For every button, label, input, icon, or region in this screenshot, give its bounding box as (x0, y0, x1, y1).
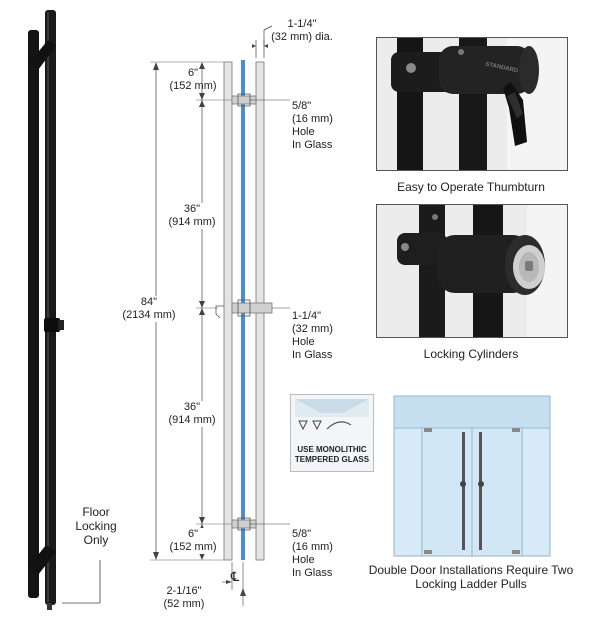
hole-top-imperial: 5/8" (292, 100, 312, 112)
ladder-pull-back-post (28, 30, 39, 598)
span-upper-metric: (914 mm) (168, 216, 216, 228)
door-pull-left (462, 432, 465, 550)
projection-imperial: 2-1/16" (166, 585, 202, 597)
door-pull-right (479, 432, 482, 550)
cylinder-photo-art (377, 205, 567, 337)
offset-bottom-label: 6" (152 mm) (164, 528, 222, 554)
offset-bottom-imperial: 6" (187, 528, 199, 540)
hole-mid-imperial: 1-1/4" (292, 310, 321, 322)
span-lower-label: 36" (914 mm) (162, 401, 222, 427)
offset-top-metric: (152 mm) (169, 80, 217, 92)
hole-bottom-metric: (16 mm) (292, 541, 333, 553)
badge-line-1: USE MONOLITHIC (297, 445, 367, 454)
offset-top-label: 6" (152 mm) (164, 67, 222, 93)
top-diameter-imperial: 1-1/4" (287, 18, 317, 30)
locking-collar (44, 318, 60, 332)
overall-length-label: 84" (2134 mm) (117, 296, 181, 322)
locking-mount (58, 320, 64, 330)
hole-mid-location: In Glass (292, 349, 333, 361)
floor-lock-label: Floor Locking Only (66, 505, 126, 547)
thumbturn-photo-art (377, 38, 567, 170)
glass-corner-icon (295, 399, 369, 431)
top-standoff (30, 40, 56, 70)
tempered-glass-badge: USE MONOLITHIC TEMPERED GLASS (290, 394, 374, 472)
hole-mid-label: 1-1/4" (32 mm) Hole In Glass (292, 310, 333, 362)
hole-bottom-word: Hole (292, 554, 315, 566)
top-diameter-metric: (32 mm) dia. (271, 31, 333, 43)
hole-bottom-label: 5/8" (16 mm) Hole In Glass (292, 528, 333, 580)
projection-label: 2-1/16" (52 mm) (152, 585, 216, 611)
thumbturn-photo: STANDARD (376, 37, 568, 171)
span-lower-metric: (914 mm) (168, 414, 216, 426)
projection-metric: (52 mm) (163, 598, 205, 610)
badge-line-2: TEMPERED GLASS (294, 455, 370, 464)
floor-lock-line-2: Locking (75, 519, 117, 533)
offset-top-imperial: 6" (187, 67, 199, 79)
door-caption-line-1: Double Door Installations Require Two (368, 563, 574, 577)
floor-bolt (47, 603, 52, 610)
offset-bottom-metric: (152 mm) (169, 541, 217, 553)
span-upper-imperial: 36" (183, 203, 201, 215)
span-upper-label: 36" (914 mm) (162, 203, 222, 229)
hole-mid-metric: (32 mm) (292, 323, 333, 335)
top-diameter-label: 1-1/4" (32 mm) dia. (262, 18, 342, 44)
overall-length-metric: (2134 mm) (122, 309, 176, 321)
centerline-symbol: ℄ (230, 569, 240, 584)
hole-mid-word: Hole (292, 336, 315, 348)
cylinder-photo (376, 204, 568, 338)
door-caption-line-2: Locking Ladder Pulls (415, 577, 527, 591)
hole-bottom-location: In Glass (292, 567, 333, 579)
hole-top-label: 5/8" (16 mm) Hole In Glass (292, 100, 333, 152)
bottom-standoff (30, 545, 56, 575)
floor-lock-line-1: Floor (82, 505, 110, 519)
hole-top-word: Hole (292, 126, 315, 138)
hole-top-metric: (16 mm) (292, 113, 333, 125)
floor-lock-line-3: Only (83, 533, 109, 547)
overall-length-imperial: 84" (140, 296, 158, 308)
hole-bottom-imperial: 5/8" (292, 528, 312, 540)
span-lower-imperial: 36" (183, 401, 201, 413)
door-caption: Double Door Installations Require Two Lo… (356, 563, 586, 591)
thumbturn-caption: Easy to Operate Thumbturn (397, 180, 545, 194)
cylinder-caption: Locking Cylinders (423, 347, 519, 361)
hole-top-location: In Glass (292, 139, 333, 151)
